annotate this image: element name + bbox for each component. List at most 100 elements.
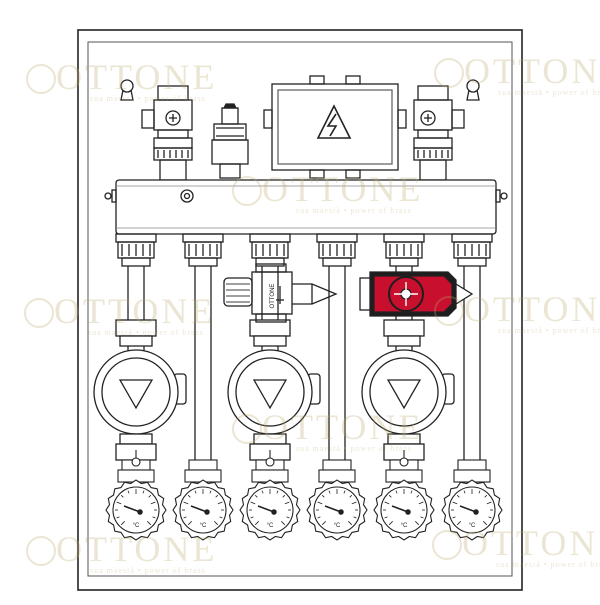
pump-outlet-collar (387, 433, 421, 445)
isolation-ball-valve[interactable] (117, 450, 155, 483)
valve-body-top (457, 459, 487, 471)
gauge-tick (478, 490, 481, 494)
gauge-tick (187, 521, 192, 526)
mixing-valve-actuator[interactable] (359, 271, 474, 317)
gauge-needle-hub (271, 509, 277, 515)
isolation-ball-valve[interactable] (385, 450, 423, 483)
gauge-tick (384, 516, 388, 519)
gauge-tick (488, 516, 492, 519)
gauge-tick (183, 516, 187, 519)
pipe-collar (389, 257, 419, 267)
pipe-nut (383, 233, 425, 243)
thermometer-icon (172, 479, 234, 541)
return-ball-valve-right[interactable] (413, 85, 465, 181)
gauge-tick (147, 521, 152, 526)
pipe-collar (121, 257, 151, 267)
gauge-tick (219, 516, 223, 519)
valve-handle-pivot (131, 457, 141, 467)
gauge-tick (276, 490, 279, 494)
gauge-tick (281, 521, 286, 526)
mixing-valve-label: OTTONE (270, 284, 276, 309)
supply-ball-valve-left[interactable] (141, 85, 193, 181)
gauge-tick (452, 516, 456, 519)
gauge-tick (388, 521, 393, 526)
gauge-tick (261, 490, 264, 494)
hydraulic-manifold (104, 179, 508, 235)
isolation-ball-valve[interactable] (251, 450, 289, 483)
gauge-tick (415, 521, 420, 526)
pipe-nut (115, 233, 157, 243)
gauge-tick (148, 494, 152, 498)
gauge-tick (120, 494, 124, 498)
gauge-tick (317, 516, 321, 519)
gauge-tick (418, 501, 424, 505)
pump-face (101, 357, 171, 427)
thermometer-icon (306, 479, 368, 541)
thermometer-icon (373, 479, 435, 541)
pump-collar (387, 335, 421, 347)
thermometer-icon (105, 479, 167, 541)
gauge-tick (150, 501, 156, 505)
circulator-pump[interactable] (361, 319, 455, 461)
gauge-tick (116, 501, 122, 505)
gauge-unit-label: °C (133, 523, 140, 529)
gauge-tick (384, 501, 390, 505)
thermometer-icon (239, 479, 301, 541)
gauge-tick (282, 494, 286, 498)
pump-outlet-collar (253, 433, 287, 445)
gauge-tick (484, 494, 488, 498)
gauge-tick (217, 501, 223, 505)
gauge-tick (215, 494, 219, 498)
gauge-tick (456, 521, 461, 526)
gauge-tick (452, 501, 458, 505)
gauge-needle (459, 505, 477, 513)
circulator-pump[interactable] (93, 319, 187, 461)
gauge-tick (286, 516, 290, 519)
thermometer-icon (441, 479, 503, 541)
mixing-valve-thermostatic[interactable]: OTTONE (223, 263, 338, 323)
pump-face (369, 357, 439, 427)
gauge-tick (463, 490, 466, 494)
gauge-tick (183, 501, 189, 505)
gauge-unit-label: °C (267, 523, 274, 529)
gauge-tick (353, 516, 357, 519)
gauge-tick (187, 494, 191, 498)
gauge-needle-hub (473, 509, 479, 515)
gauge-tick (142, 490, 145, 494)
isolation-ball-valve[interactable] (318, 459, 356, 483)
gauge-needle-hub (137, 509, 143, 515)
gauge-needle (391, 505, 409, 513)
gauge-tick (194, 490, 197, 494)
valve-body-top (322, 459, 352, 471)
gauge-tick (284, 501, 290, 505)
gauge-needle-hub (204, 509, 210, 515)
gauge-tick (343, 490, 346, 494)
pipe-collar (457, 257, 487, 267)
valve-handle-pivot (265, 457, 275, 467)
keyhole-icon (466, 79, 480, 101)
high-voltage-icon (316, 104, 352, 139)
gauge-tick (214, 521, 219, 526)
pump-body (361, 349, 447, 435)
pump-collar (253, 335, 287, 347)
gauge-tick (120, 521, 125, 526)
gauge-unit-label: °C (334, 523, 341, 529)
gauge-needle-hub (405, 509, 411, 515)
circulator-pump[interactable] (227, 319, 321, 461)
pipe-nut (182, 233, 224, 243)
gauge-tick (349, 494, 353, 498)
pipe-nut (249, 233, 291, 243)
circuit-pipe (316, 233, 358, 460)
pipe-collar (188, 257, 218, 267)
gauge-tick (416, 494, 420, 498)
circuit-pipe (451, 233, 493, 460)
pipe-collar (322, 257, 352, 267)
gauge-needle (324, 505, 342, 513)
isolation-ball-valve[interactable] (184, 459, 222, 483)
gauge-tick (486, 501, 492, 505)
gauge-tick (254, 494, 258, 498)
isolation-ball-valve[interactable] (453, 459, 491, 483)
cabinet-outer-frame (77, 29, 523, 591)
gauge-unit-label: °C (200, 523, 207, 529)
